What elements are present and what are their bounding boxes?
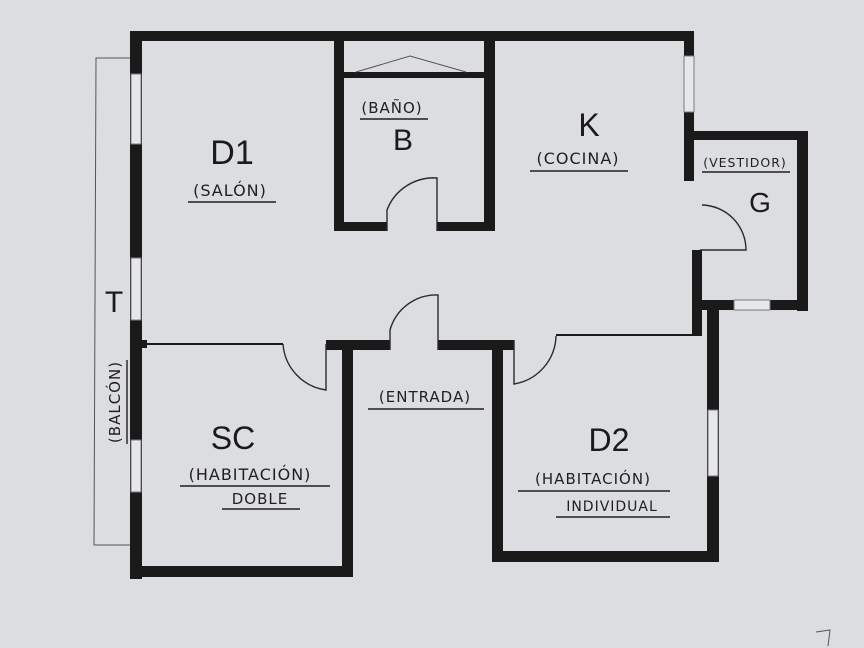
wall-top <box>132 31 693 41</box>
room-code-sc: SC <box>211 420 255 456</box>
label-g: (VESTIDOR) G <box>702 155 790 218</box>
window-d1-upper <box>130 73 142 145</box>
label-sc: SC (HABITACIÓN) DOBLE <box>180 420 330 510</box>
room-subname-doble: DOBLE <box>232 490 288 508</box>
label-d2: D2 (HABITACIÓN) INDIVIDUAL <box>518 422 670 518</box>
door-bano <box>386 177 438 231</box>
wall-b-bottom-right <box>437 222 495 231</box>
windows <box>130 55 771 493</box>
door-sc <box>282 343 327 391</box>
wall-sc-top-stub <box>137 340 147 348</box>
window-k <box>683 55 695 113</box>
room-name-balcon: (BALCÓN) <box>105 361 124 443</box>
window-sc <box>130 439 142 493</box>
wall-bottom-d2 <box>492 551 719 562</box>
wall-bottom-sc <box>130 566 352 577</box>
doors <box>282 55 747 391</box>
door-vestidor <box>700 204 747 251</box>
wall-entrada-top-right <box>438 340 514 350</box>
wall-sc-right <box>342 340 353 577</box>
window-d2 <box>707 409 719 477</box>
room-name-habitacion-doble: (HABITACIÓN) <box>189 465 312 484</box>
wall-k-right-lower <box>692 250 702 336</box>
room-name-habitacion-individual: (HABITACIÓN) <box>535 469 651 488</box>
label-entrada: (ENTRADA) <box>368 388 484 410</box>
room-name-salon: (SALÓN) <box>193 181 267 200</box>
wall-g-right <box>797 131 808 311</box>
window-d1-lower <box>130 257 142 321</box>
wall-d2-left <box>492 340 503 562</box>
balcony-outline <box>93 57 132 546</box>
wall-g-top <box>692 131 805 140</box>
window-g <box>733 299 771 311</box>
wall-b-left <box>334 36 344 231</box>
room-code-d2: D2 <box>589 422 630 458</box>
room-code-g: G <box>749 187 771 218</box>
door-d2 <box>513 335 557 385</box>
room-name-bano: (BAÑO) <box>361 98 422 117</box>
wall-b-right <box>484 36 495 231</box>
corner-mark <box>815 629 831 647</box>
label-t: T (BALCÓN) <box>105 286 128 444</box>
label-k: K (COCINA) <box>530 107 628 172</box>
shower-curtain <box>355 55 467 73</box>
room-name-vestidor: (VESTIDOR) <box>703 155 787 170</box>
room-code-d1: D1 <box>210 134 253 172</box>
wall-b-shower <box>340 72 488 78</box>
room-name-cocina: (COCINA) <box>536 149 619 168</box>
door-entrada <box>389 294 439 350</box>
label-b: (BAÑO) B <box>360 98 428 157</box>
room-code-b: B <box>393 124 413 157</box>
room-code-k: K <box>578 107 599 143</box>
room-name-entrada: (ENTRADA) <box>379 388 471 406</box>
room-code-t: T <box>105 286 123 319</box>
label-d1: D1 (SALÓN) <box>188 134 276 203</box>
wall-b-bottom-left <box>334 222 387 231</box>
wall-entrada-top-left <box>326 340 390 350</box>
room-subname-individual: INDIVIDUAL <box>566 499 658 515</box>
